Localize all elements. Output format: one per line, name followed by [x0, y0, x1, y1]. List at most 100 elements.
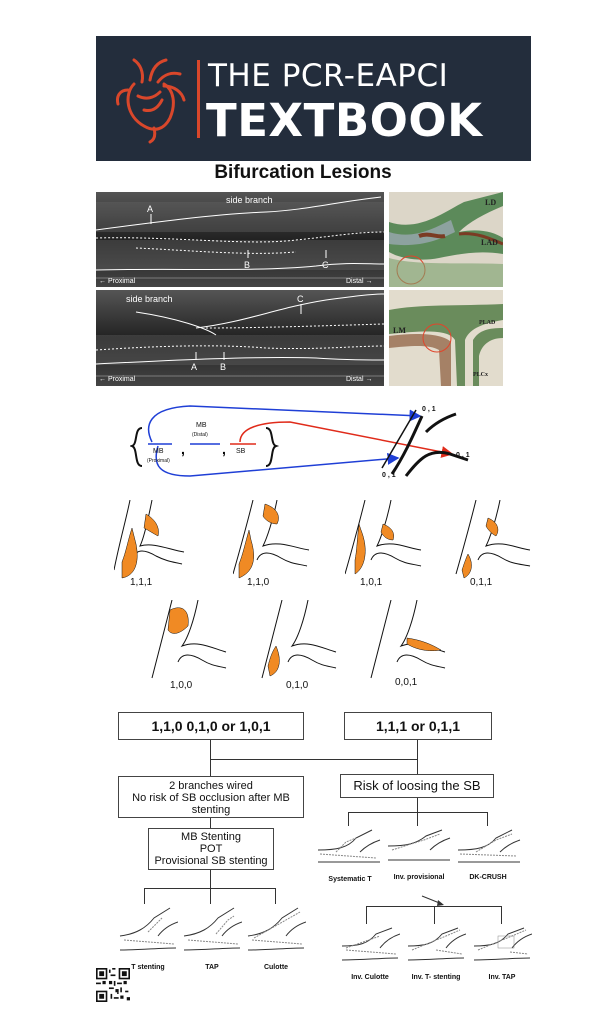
ivus-top-distal-label: Distal →: [346, 278, 372, 285]
connector: [417, 798, 418, 812]
ivus-bottom-distal-label: Distal →: [346, 376, 372, 383]
ivus-image-top: side branch A B C ← Proximal Distal →: [96, 192, 384, 287]
page-title: Bifurcation Lesions: [0, 162, 606, 184]
technique-inv-provisional-label: Inv. provisional: [384, 874, 454, 881]
ivus-top-proximal-label: ← Proximal: [99, 278, 135, 285]
medina-type-1-1-1: [114, 500, 194, 580]
ivus-top-drawing: [96, 192, 384, 287]
medina-classification-diagram: , , MB (Distal) MB (Proximal) SB 0 , 1 0…: [130, 396, 490, 496]
bifurcation-010-drawing: [258, 600, 338, 680]
dk-crush-drawing: [456, 828, 522, 872]
inv-culotte-drawing: [340, 926, 400, 972]
technique-inv-tap-label: Inv. TAP: [476, 974, 528, 981]
tap-drawing: [182, 906, 242, 956]
ivus-top-b-label: B: [244, 260, 250, 270]
connector: [417, 760, 418, 774]
histology-image-bottom: LM PLAD PLCx: [389, 290, 503, 386]
bifurcation-110-drawing: [233, 500, 313, 580]
medina-type-1-0-1: [345, 500, 425, 580]
flow-left-header-box: 1,1,0 0,1,0 or 1,0,1: [118, 712, 304, 740]
ivus-image-bottom: side branch C A B ← Proximal Distal →: [96, 290, 384, 386]
histology-plad-label: PLAD: [479, 320, 495, 326]
medina-label-3: 1,0,1: [360, 577, 382, 588]
systematic-t-drawing: [316, 828, 382, 872]
flow-right-condition-box: Risk of loosing the SB: [340, 774, 494, 798]
connector: [417, 812, 418, 826]
bifurcation-100-drawing: [148, 600, 228, 680]
connector: [434, 906, 435, 924]
histology-lad-label: LAD: [481, 238, 498, 247]
connector: [210, 818, 211, 828]
medina-mb-proximal-label: MB: [153, 448, 164, 455]
medina-distal-sublabel: (Distal): [192, 432, 208, 438]
medina-label-6: 0,1,0: [286, 680, 308, 691]
ivus-bottom-a-label: A: [191, 362, 197, 372]
medina-code-top: 0 , 1: [422, 406, 436, 413]
textbook-banner: THE PCR-EAPCI TEXTBOOK: [96, 36, 531, 161]
technique-systematic-t-label: Systematic T: [320, 876, 380, 883]
connector: [348, 812, 349, 826]
banner-title-line2: TEXTBOOK: [206, 94, 483, 147]
ivus-bottom-side-branch-label: side branch: [126, 294, 173, 304]
histology-lm-label: LM: [393, 326, 406, 335]
connector: [501, 906, 502, 924]
technique-inv-t-stenting-label: Inv. T- stenting: [402, 974, 470, 981]
bifurcation-001-drawing: [367, 600, 447, 680]
inv-provisional-drawing: [386, 828, 452, 872]
connector: [348, 812, 488, 813]
connector: [366, 906, 367, 924]
bifurcation-111-drawing: [114, 500, 194, 580]
medina-code-bottom: 0 , 1: [382, 472, 396, 479]
qr-code-icon[interactable]: [96, 968, 130, 1002]
ivus-bottom-c-label: C: [297, 294, 304, 304]
medina-code-right: 0 , 1: [456, 452, 470, 459]
connector: [487, 812, 488, 826]
ivus-bottom-drawing: [96, 290, 384, 386]
flow-strategy-box: MB Stenting POT Provisional SB stenting: [148, 828, 274, 870]
histology-plcx-label: PLCx: [473, 372, 488, 378]
medina-label-1: 1,1,1: [130, 577, 152, 588]
medina-label-5: 1,0,0: [170, 680, 192, 691]
connector: [210, 740, 211, 760]
bifurcation-011-drawing: [454, 500, 534, 580]
medina-label-4: 0,1,1: [470, 577, 492, 588]
medina-mb-distal-label: MB: [196, 422, 207, 429]
histology-image-top: LD LAD: [389, 192, 503, 287]
ivus-top-c-label: C: [322, 260, 329, 270]
banner-divider: [197, 60, 200, 138]
svg-text:,: ,: [181, 441, 185, 457]
ivus-bottom-proximal-label: ← Proximal: [99, 376, 135, 383]
svg-text:,: ,: [222, 441, 226, 457]
inv-tap-drawing: [472, 926, 532, 972]
bifurcation-101-drawing: [345, 500, 425, 580]
flow-right-header-box: 1,1,1 or 0,1,1: [344, 712, 492, 740]
medina-type-1-1-0: [233, 500, 313, 580]
inv-t-stenting-drawing: [406, 926, 466, 972]
ivus-bottom-b-label: B: [220, 362, 226, 372]
medina-schema-drawing: , ,: [130, 396, 490, 496]
medina-label-7: 0,0,1: [395, 677, 417, 688]
medina-sb-label: SB: [236, 448, 245, 455]
t-stenting-drawing: [118, 906, 178, 956]
medina-label-2: 1,1,0: [247, 577, 269, 588]
flow-left-condition-box: 2 branches wired No risk of SB occlusion…: [118, 776, 304, 818]
medina-type-0-1-0: [258, 600, 338, 680]
ivus-top-side-branch-label: side branch: [226, 195, 273, 205]
medina-type-1-0-0: [148, 600, 228, 680]
connector: [210, 870, 211, 888]
banner-title-line1: THE PCR-EAPCI: [208, 58, 448, 94]
connector: [210, 888, 211, 904]
medina-proximal-sublabel: (Proximal): [147, 458, 170, 464]
histology-ld-label: LD: [485, 198, 496, 207]
technique-dk-crush-label: DK-CRUSH: [452, 874, 524, 881]
medina-type-0-1-1: [454, 500, 534, 580]
connector: [417, 740, 418, 760]
medina-type-0-0-1: [367, 600, 447, 680]
heart-logo-icon: [114, 54, 194, 144]
technique-culotte-label: Culotte: [246, 964, 306, 971]
connector: [275, 888, 276, 904]
technique-tap-label: TAP: [182, 964, 242, 971]
ivus-top-a-label: A: [147, 204, 153, 214]
connector: [210, 759, 418, 760]
technique-inv-culotte-label: Inv. Culotte: [340, 974, 400, 981]
